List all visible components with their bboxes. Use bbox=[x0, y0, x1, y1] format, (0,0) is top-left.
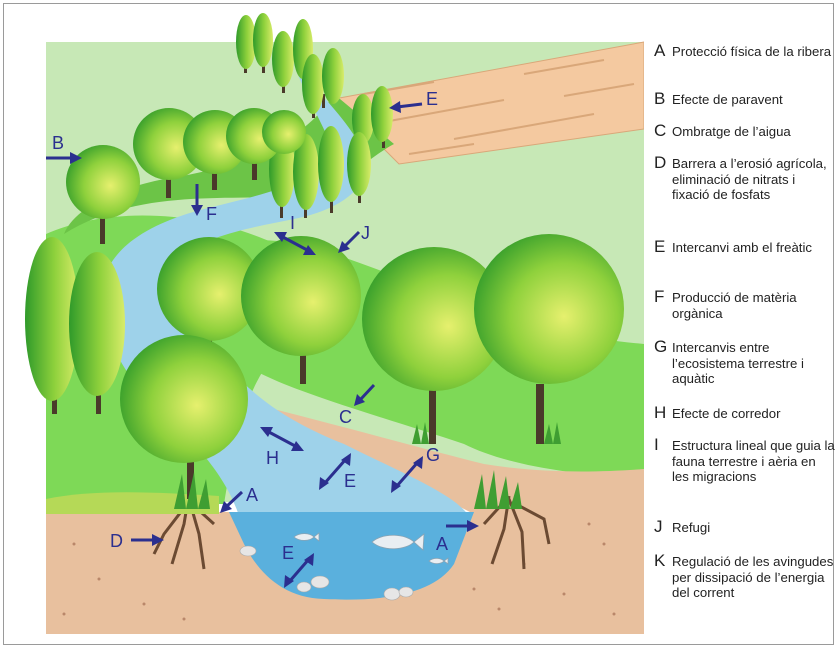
legend-text: Estructura lineal que guia la fauna terr… bbox=[672, 438, 835, 484]
soil-bank-right bbox=[254, 404, 644, 514]
legend-item-a: A Protecció física de la ribera bbox=[654, 42, 836, 60]
label-d: D bbox=[110, 531, 123, 551]
legend-text: Efecte de corredor bbox=[672, 406, 781, 421]
label-a-left: A bbox=[246, 485, 258, 505]
grass-bank-upper bbox=[64, 94, 394, 234]
legend-text: Refugi bbox=[672, 520, 711, 535]
deciduous-trees-upper bbox=[66, 108, 306, 244]
legend-item-j: J Refugi bbox=[654, 518, 836, 536]
figure-frame: B E F I J C H E G A D A E A Protecció fís… bbox=[3, 3, 836, 645]
label-g: G bbox=[426, 445, 440, 465]
legend-key: F bbox=[654, 287, 665, 306]
riparian-scene: B E F I J C H E G A D A E bbox=[25, 13, 644, 634]
label-j: J bbox=[361, 223, 370, 243]
label-e-bottom: E bbox=[282, 543, 294, 563]
legend-item-d: D Barrera a l’erosió agrícola, eliminació… bbox=[654, 154, 836, 203]
label-i: I bbox=[290, 213, 295, 233]
legend-item-f: F Producció de matèria orgànica bbox=[654, 288, 836, 321]
legend-key: D bbox=[654, 153, 667, 172]
legend-text: Regulació de les avingudes per dissipaci… bbox=[672, 554, 834, 600]
legend-text: Ombratge de l’aigua bbox=[672, 124, 791, 139]
legend-text: Barrera a l’erosió agrícola, eliminació … bbox=[672, 156, 827, 202]
grass-tufts bbox=[174, 422, 561, 509]
legend-item-c: C Ombratge de l’aigua bbox=[654, 122, 836, 140]
label-a-right: A bbox=[436, 534, 448, 554]
arrows bbox=[46, 101, 479, 588]
label-h: H bbox=[266, 448, 279, 468]
label-c: C bbox=[339, 407, 352, 427]
label-e-mid: E bbox=[344, 471, 356, 491]
legend-item-k: K Regulació de les avingudes per dissipac… bbox=[654, 552, 836, 601]
legend-item-b: B Efecte de paravent bbox=[654, 90, 836, 108]
label-b: B bbox=[52, 133, 64, 153]
legend-key: K bbox=[654, 551, 666, 570]
legend-item-e: E Intercanvi amb el freàtic bbox=[654, 238, 836, 256]
label-f: F bbox=[206, 204, 217, 224]
legend-key: I bbox=[654, 435, 659, 454]
fish-icon bbox=[293, 532, 449, 565]
legend-key: H bbox=[654, 403, 667, 422]
label-e-top: E bbox=[426, 89, 438, 109]
legend-item-h: H Efecte de corredor bbox=[654, 404, 836, 422]
poplar-trees-left bbox=[25, 237, 125, 414]
river-cross-section bbox=[229, 512, 474, 600]
legend-key: B bbox=[654, 89, 666, 108]
legend-text: Intercanvi amb el freàtic bbox=[672, 240, 812, 255]
deciduous-trees-lower bbox=[120, 234, 624, 499]
legend-key: G bbox=[654, 337, 668, 356]
legend-text: Efecte de paravent bbox=[672, 92, 783, 107]
legend-key: A bbox=[654, 41, 666, 60]
legend-item-i: I Estructura lineal que guia la fauna ter… bbox=[654, 436, 836, 485]
conifer-trees bbox=[236, 13, 393, 218]
legend-key: E bbox=[654, 237, 666, 256]
legend-key: J bbox=[654, 517, 663, 536]
legend-text: Intercanvis entre l’ecosistema terrestre… bbox=[672, 340, 804, 386]
legend-key: C bbox=[654, 121, 667, 140]
legend-text: Producció de matèria orgànica bbox=[672, 290, 797, 321]
legend-text: Protecció física de la ribera bbox=[672, 44, 832, 59]
